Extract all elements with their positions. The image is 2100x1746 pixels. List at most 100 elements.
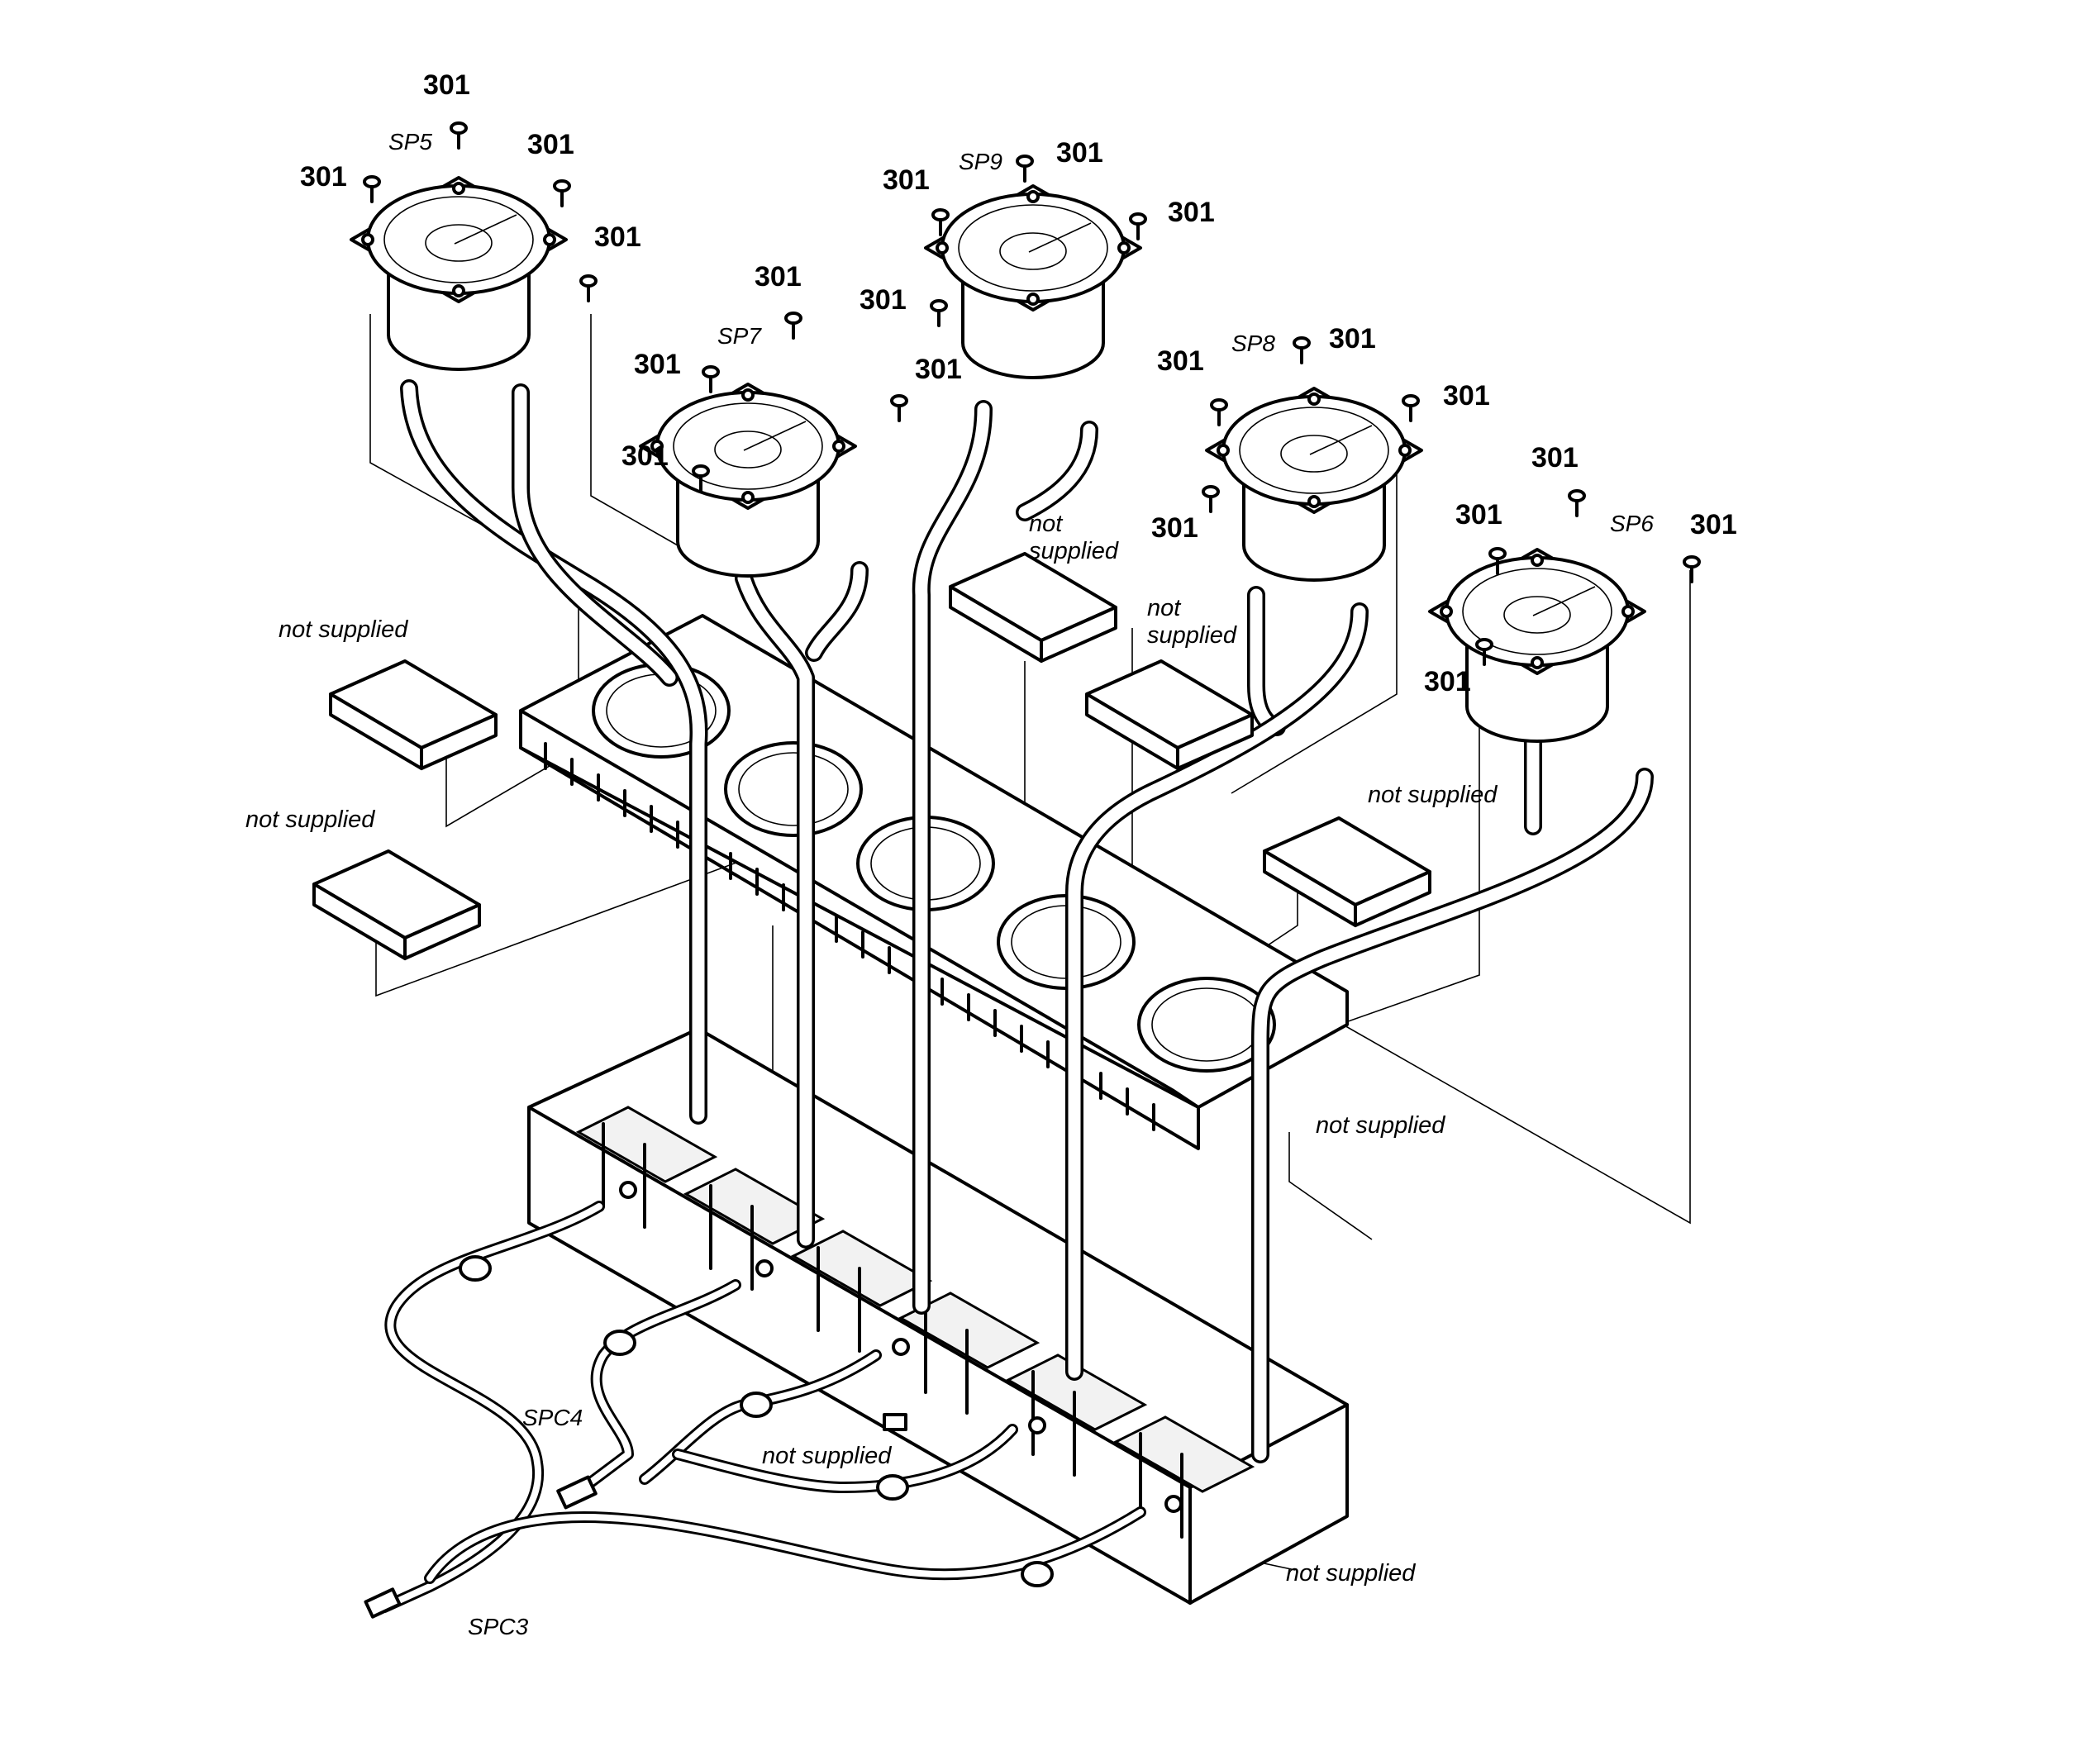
speaker-cone-rim: [1221, 395, 1407, 506]
speaker-cone: [1239, 407, 1389, 494]
speaker-unit: [924, 184, 1142, 379]
bracket-bottom-edge: [519, 746, 1200, 1150]
foam-pads: [312, 552, 1431, 960]
speaker-mount-hole: [543, 233, 556, 246]
cable-grommet: [1021, 1561, 1054, 1587]
speaker-mount-hole: [1026, 293, 1040, 306]
speaker-mount-hole: [1307, 392, 1321, 406]
spc3-plug: [364, 1587, 402, 1619]
base-compartment: [683, 1168, 826, 1245]
foam-pad-side: [1354, 870, 1431, 927]
not-supplied-label-base: not supplied: [1286, 1560, 1416, 1587]
speaker-cone: [1462, 568, 1612, 655]
speaker-mount-hole: [1217, 444, 1230, 457]
speaker-cable-core: [1018, 423, 1096, 519]
speaker-dust-cap: [714, 431, 782, 469]
speaker-mount-hole: [361, 233, 374, 246]
speaker-label-sp6: SP6: [1610, 511, 1654, 536]
bracket-hole-ring: [738, 752, 849, 826]
bracket-front-edge: [519, 709, 1200, 1109]
speaker-mount-hole: [741, 491, 755, 504]
screw-callout: 301: [860, 284, 907, 316]
speaker-mount-hole: [1117, 241, 1131, 255]
cable-label-spc4: SPC4: [522, 1405, 583, 1430]
cable-grommet: [603, 1330, 636, 1356]
speaker-cone: [673, 402, 823, 490]
base-hole: [1164, 1495, 1183, 1513]
leader-line: [1338, 678, 1480, 1025]
speaker-cone: [383, 196, 534, 283]
screw-callout: 301: [1329, 323, 1376, 354]
speaker-cable-core: [807, 564, 866, 659]
speaker-mount-hole: [1531, 656, 1544, 669]
speaker-cone: [958, 204, 1108, 292]
not-supplied-label-bracket: not supplied: [1316, 1112, 1445, 1139]
screw-callout: 301: [1168, 197, 1215, 228]
leader-line: [1231, 438, 1398, 794]
screw-callout: 301: [1455, 499, 1502, 530]
bracket-speaker-hole: [724, 741, 863, 837]
speaker-dust-cap: [999, 232, 1067, 270]
speaker-label-sp7: SP7: [717, 323, 761, 349]
screw-callout: 301: [621, 440, 669, 472]
speaker-axis-line: [454, 214, 517, 245]
cable-grommet: [459, 1255, 492, 1282]
speaker-cone-rim: [366, 184, 551, 295]
speaker-dust-cap: [425, 224, 493, 262]
screw-callout: 301: [755, 261, 802, 293]
not-supplied-label-pad-left-upper: not supplied: [279, 616, 408, 643]
speaker-cable-core: [1068, 605, 1366, 1378]
spc4-plug: [556, 1475, 598, 1510]
base-hole: [755, 1259, 774, 1277]
screw-callout: 301: [915, 354, 962, 385]
foam-pad-side: [420, 713, 498, 770]
speaker-cable-core: [514, 386, 676, 684]
leader-line: [375, 825, 836, 997]
speaker-mount-hole: [650, 440, 664, 453]
speaker-mount-hole: [452, 284, 465, 297]
speaker-mount-hole: [1440, 605, 1453, 618]
screw-callout: 301: [527, 129, 574, 160]
speaker-axis-line: [1309, 425, 1373, 455]
not-supplied-line2: supplied: [1029, 538, 1119, 565]
speaker-cone-rim: [655, 391, 840, 502]
base-compartment: [1112, 1415, 1255, 1493]
speaker-label-sp8: SP8: [1231, 331, 1275, 356]
speaker-cable-core: [915, 402, 990, 1312]
speaker-cables: [400, 379, 1654, 1463]
not-supplied-line2: supplied: [1147, 622, 1237, 649]
leader-line: [590, 314, 679, 546]
connector-block: [883, 1413, 907, 1431]
bracket-speaker-hole: [1137, 977, 1276, 1073]
screw-callout: 301: [883, 164, 930, 196]
speaker-mount-hole: [1621, 605, 1635, 618]
speaker-cable-core: [402, 382, 706, 1122]
speaker-dust-cap: [1503, 596, 1571, 634]
base-tray: [527, 1027, 1349, 1605]
connector-cable-core: [674, 1426, 1016, 1491]
connector-cable-core: [575, 1282, 739, 1495]
speaker-axis-line: [1532, 586, 1596, 616]
base-compartment: [575, 1106, 718, 1183]
speaker-dust-cap: [1280, 435, 1348, 473]
base-hole: [619, 1181, 637, 1199]
not-supplied-label-pad-center: not supplied: [1029, 511, 1118, 566]
screw-callout: 301: [1157, 345, 1204, 377]
foam-pad-side: [1040, 606, 1117, 663]
not-supplied-label-pad-far-right: not supplied: [1368, 782, 1498, 808]
not-supplied-line1: not: [1147, 595, 1181, 621]
not-supplied-label-pad-left-lower: not supplied: [245, 806, 375, 833]
cable-grommet: [740, 1392, 773, 1418]
speaker-unit: [350, 176, 568, 371]
speaker-mount-hole: [832, 440, 845, 453]
base-hole: [1028, 1416, 1046, 1434]
speaker-mount-hole: [1398, 444, 1412, 457]
speaker-cable-core: [1254, 770, 1651, 1461]
leader-line: [369, 314, 579, 711]
screw-callout: 301: [1690, 509, 1737, 540]
speaker-mount-hole: [1026, 190, 1040, 203]
speaker-cone-rim: [940, 193, 1126, 303]
speaker-unit: [1205, 387, 1423, 582]
